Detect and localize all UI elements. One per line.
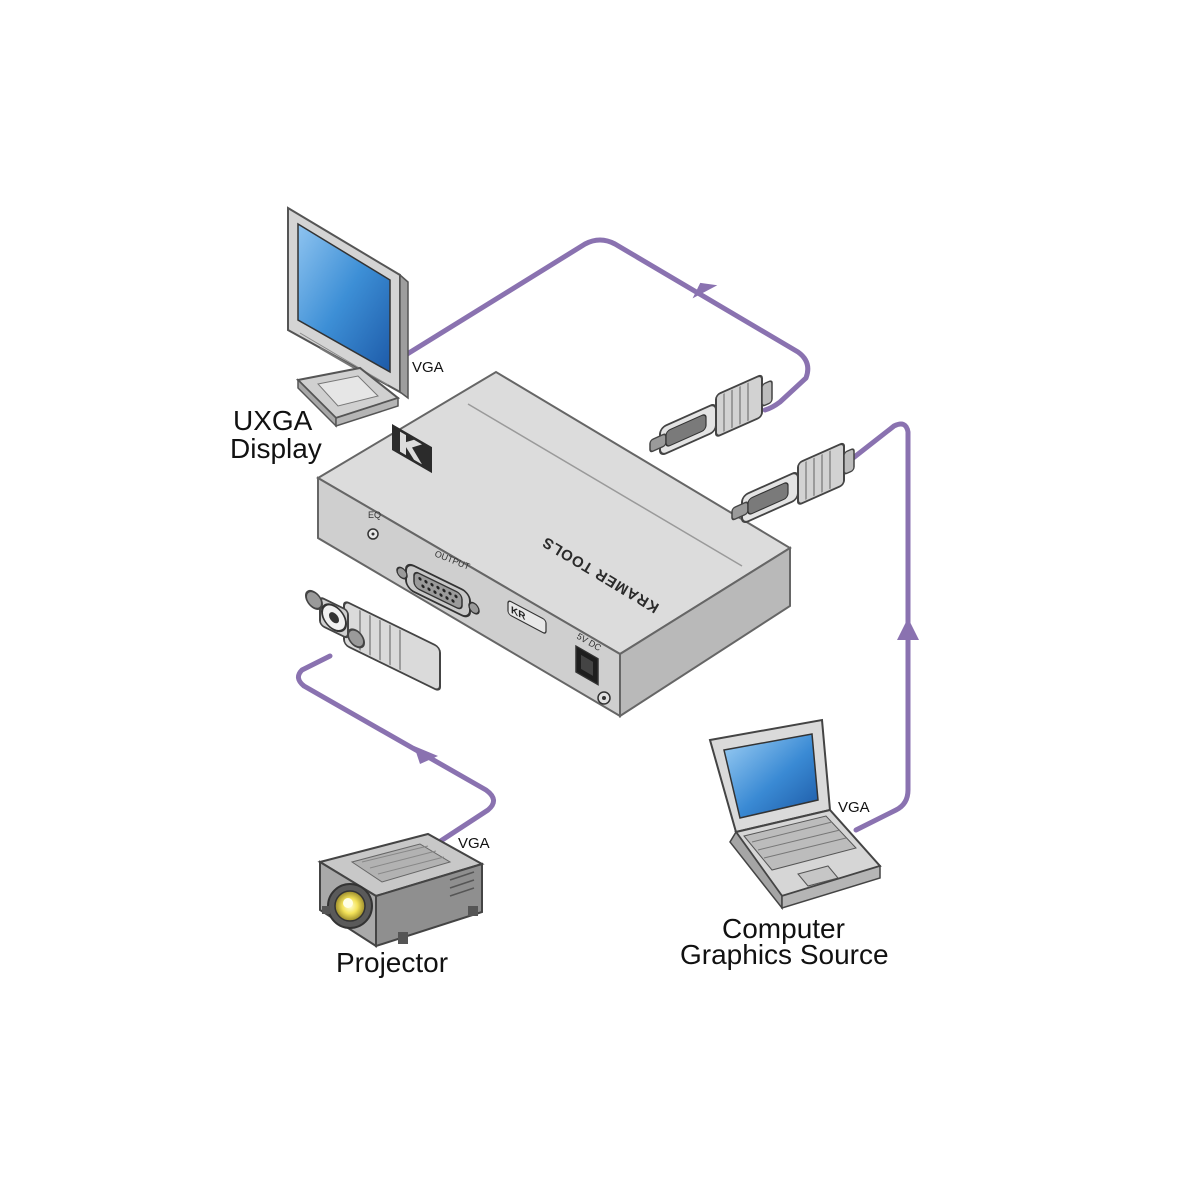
- display-label-line2: Display: [230, 433, 322, 464]
- arrow-from-computer-icon: [897, 618, 919, 640]
- cable-to-projector: [296, 653, 496, 847]
- monitor: [287, 206, 409, 428]
- eq-label: EQ: [368, 510, 381, 520]
- projector-label: Projector: [336, 947, 448, 978]
- vga-plug-input: [731, 442, 855, 523]
- display-label-line1: UXGA: [233, 405, 313, 436]
- projector: [317, 832, 485, 948]
- laptop: [708, 718, 882, 911]
- computer-label-line2: Graphics Source: [680, 939, 889, 970]
- computer-label-line1: Computer: [722, 913, 845, 944]
- vga-plug-projector: [305, 589, 441, 691]
- computer-cable-label: VGA: [838, 799, 870, 816]
- arrow-to-display-icon: [692, 282, 718, 299]
- power-jack[interactable]: [575, 644, 599, 686]
- vga-plug-display: [649, 374, 773, 455]
- cable-to-display: [401, 237, 811, 413]
- display-cable-label: VGA: [412, 359, 444, 376]
- kramer-logo: [392, 424, 432, 474]
- output-vga-port[interactable]: [396, 558, 480, 624]
- cable-from-computer: [845, 421, 911, 833]
- arrow-to-projector-icon: [414, 746, 438, 764]
- kramer-device: KRAMER TOOLS EQ OUTPUT KR 5V DC: [316, 370, 792, 718]
- projector-cable-label: VGA: [458, 835, 490, 852]
